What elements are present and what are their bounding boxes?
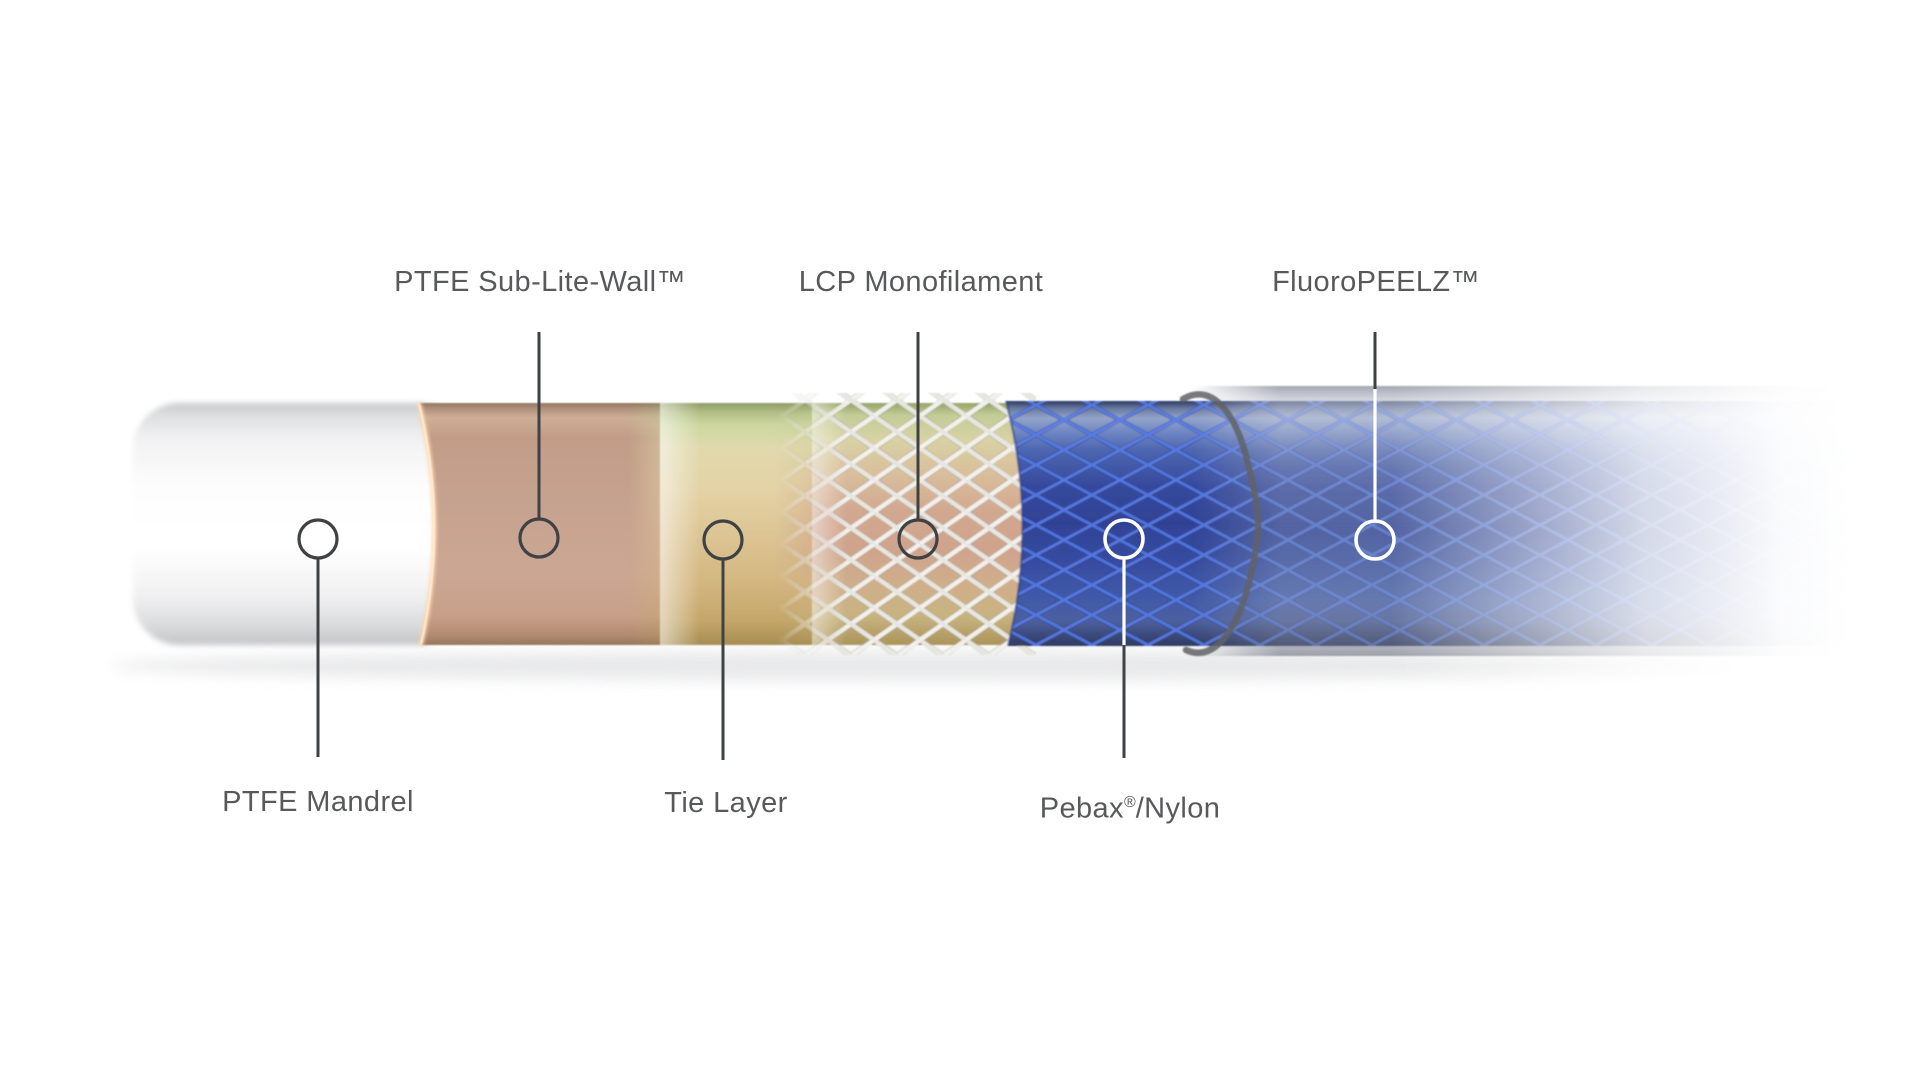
callout-circle-lcp [897, 518, 939, 560]
label-tie-layer: Tie Layer [664, 787, 788, 819]
label-pebax-pre: Pebax [1039, 792, 1124, 825]
label-pebax-nylon: Pebax®/Nylon [1040, 786, 1221, 826]
layer-ptfe-mandrel-segment [133, 403, 463, 645]
layer-sub-lite-wall-segment [419, 403, 660, 645]
callout-markers [297, 332, 1396, 760]
callout-circle-pebax [1103, 518, 1145, 560]
label-lcp-monofilament: LCP Monofilament [798, 266, 1044, 298]
label-pebax-registered-mark: ® [1123, 794, 1136, 811]
tube-shadow [110, 651, 1750, 681]
label-ptfe-sub-lite-wall: PTFE Sub-Lite-Wall™ [394, 266, 686, 298]
callout-circle-mandrel [297, 518, 339, 560]
label-ptfe-mandrel: PTFE Mandrel [222, 786, 414, 818]
callout-circle-tie-layer [702, 519, 744, 561]
callout-circle-fluoropeelz [1354, 519, 1396, 561]
pebax-rim-edge [1004, 400, 1024, 647]
label-pebax-post: /Nylon [1135, 792, 1221, 825]
fluoropeelz-sheath-edge-ring [1179, 391, 1262, 656]
callout-circle-sub-lite-wall [518, 517, 560, 559]
label-fluoropeelz: FluoroPEELZ™ [1272, 266, 1480, 298]
right-fade [1380, 330, 1920, 730]
